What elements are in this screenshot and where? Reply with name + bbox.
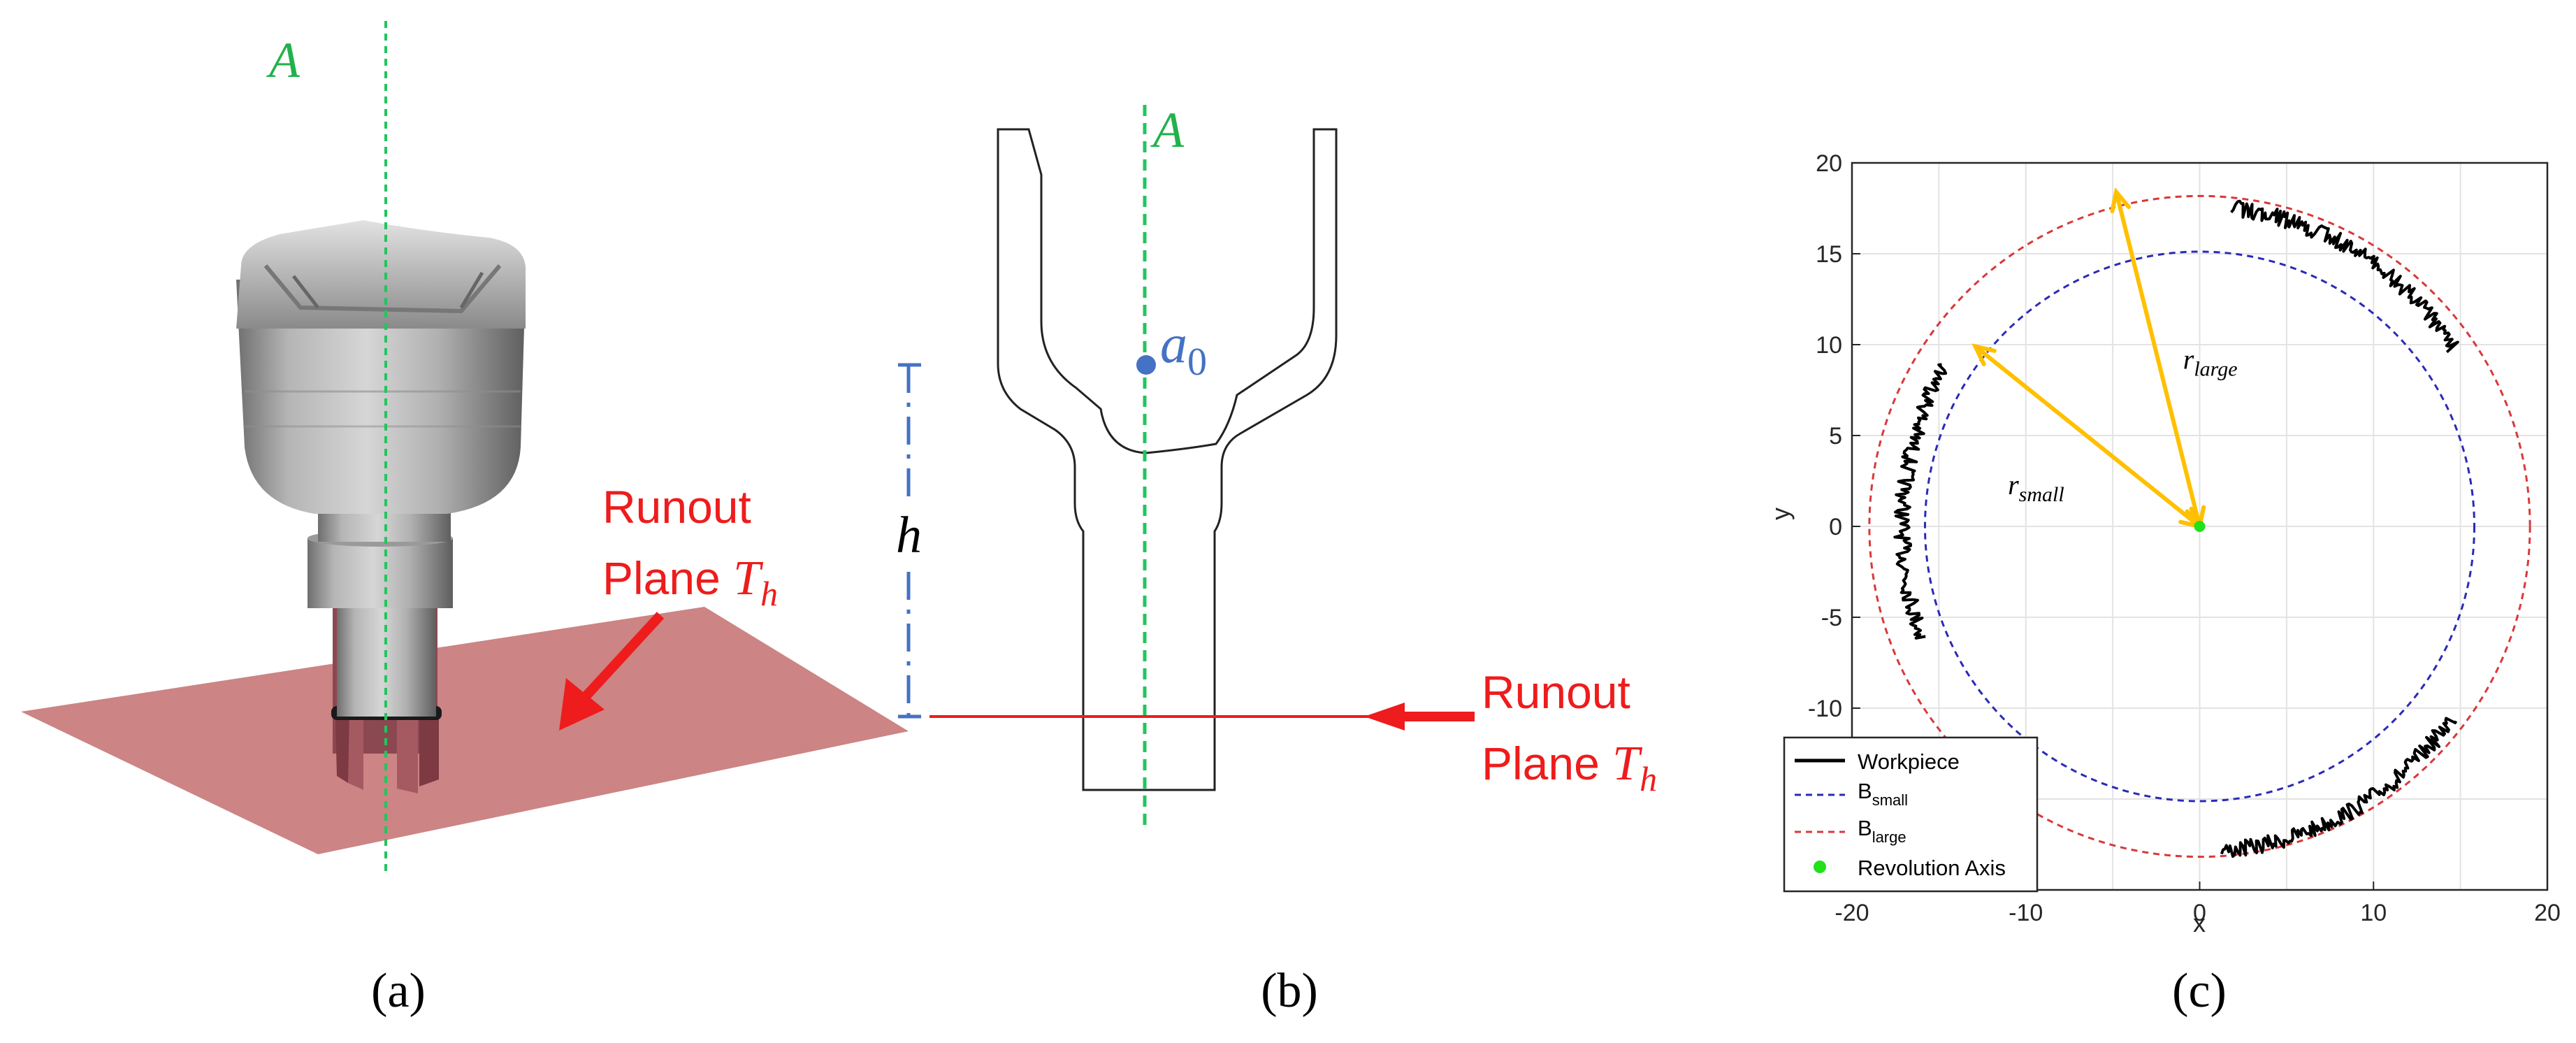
legend-box	[1783, 736, 2039, 893]
plane-subscript-a: h	[760, 574, 778, 613]
legend-b-large-sub: large	[1872, 828, 1906, 846]
r-large-symbol: r	[2183, 344, 2194, 375]
x-axis-label: x	[2193, 909, 2206, 937]
r-small-subscript: small	[2019, 483, 2064, 506]
legend-label-workpiece: Workpiece	[1858, 749, 1960, 774]
runout-plane-label-a-line1: Runout	[602, 481, 751, 533]
runout-plane-arrow-b	[1364, 703, 1475, 731]
plane-symbol-a: T	[733, 552, 764, 605]
height-dimension-h	[881, 363, 936, 719]
axis-ticks: -20 -10 0 10 20 -10 -5 0 5 10 15 20	[1808, 150, 2561, 926]
reference-point-a0	[1136, 355, 1156, 375]
point-subscript-b: 0	[1187, 340, 1207, 384]
legend-b-small-main: B	[1858, 779, 1872, 803]
b-small-circle	[1923, 250, 2476, 803]
x-tick-label: 10	[2360, 900, 2387, 926]
x-tick-label: 0	[2193, 900, 2206, 926]
revolution-axis-point	[2194, 521, 2206, 532]
legend-b-small-sub: small	[1872, 791, 1908, 809]
plane-subscript-b: h	[1640, 759, 1657, 798]
r_large-arrow-head	[2110, 187, 2132, 214]
y-tick-label: -10	[1808, 696, 1842, 722]
runout-plane-label-b-line1: Runout	[1482, 666, 1630, 718]
workpiece-traces	[1893, 199, 2459, 858]
workpiece-cross-section	[997, 128, 1338, 791]
plane-symbol-b: T	[1612, 737, 1643, 791]
legend-label-b-small: Bsmall	[1858, 779, 1908, 809]
y-tick-label: 20	[1816, 150, 1842, 177]
y-tick-label: 5	[1829, 423, 1842, 449]
y-tick-label: -5	[1821, 605, 1842, 631]
workpiece-3d-model	[236, 220, 526, 793]
panel-b: A a0 h Runout Plane Th (b)	[881, 102, 1657, 1018]
workpiece-trace-segment	[1893, 363, 1948, 640]
caption-c: (c)	[2172, 964, 2227, 1018]
plane-word-b: Plane	[1482, 738, 1612, 789]
point-symbol-b: a	[1160, 313, 1187, 374]
y-tick-label: 15	[1816, 241, 1842, 268]
r_small-arrow-head	[1971, 343, 1997, 366]
r-small-label: rsmall	[2008, 469, 2064, 506]
y-axis-label: y	[1766, 508, 1795, 520]
caption-a: (a)	[371, 964, 426, 1018]
panel-a: A Runout Plane Th (a)	[21, 21, 909, 1018]
runout-plane-label-b-line2: Plane Th	[1482, 737, 1657, 798]
workpiece-trace-segment	[2220, 717, 2458, 858]
legend-label-revolution-axis: Revolution Axis	[1858, 856, 2006, 880]
legend-b-large-main: B	[1858, 816, 1872, 840]
x-tick-label: 20	[2534, 900, 2561, 926]
legend-swatch-revolution-axis	[1814, 861, 1826, 873]
r-large-label: rlarge	[2183, 344, 2238, 381]
axis-label-a: A	[266, 32, 301, 88]
reference-point-label-b: a0	[1160, 313, 1207, 384]
r-small-symbol: r	[2008, 469, 2019, 501]
x-tick-label: -20	[1835, 900, 1869, 926]
runout-plane-3d	[21, 607, 909, 854]
y-tick-label: 10	[1816, 332, 1842, 359]
b-large-circle	[1868, 194, 2531, 858]
legend-label-b-large: Blarge	[1858, 816, 1906, 846]
r_small-arrow-shaft	[1974, 345, 2201, 528]
runout-plane-label-a-line2: Plane Th	[602, 552, 778, 613]
r-large-subscript: large	[2194, 358, 2237, 381]
x-tick-label: -10	[2009, 900, 2043, 926]
axis-label-b: A	[1150, 102, 1185, 158]
plane-word-a: Plane	[602, 552, 733, 604]
height-label-b: h	[896, 507, 922, 564]
workpiece-trace-segment	[2230, 199, 2459, 354]
caption-b: (b)	[1261, 964, 1318, 1018]
y-tick-label: 0	[1829, 514, 1842, 540]
runout-plane-arrow-a	[559, 612, 665, 731]
legend: Workpiece Bsmall Blarge Revolution Axis	[1783, 736, 2039, 893]
r_large-arrow-shaft	[2114, 191, 2202, 527]
